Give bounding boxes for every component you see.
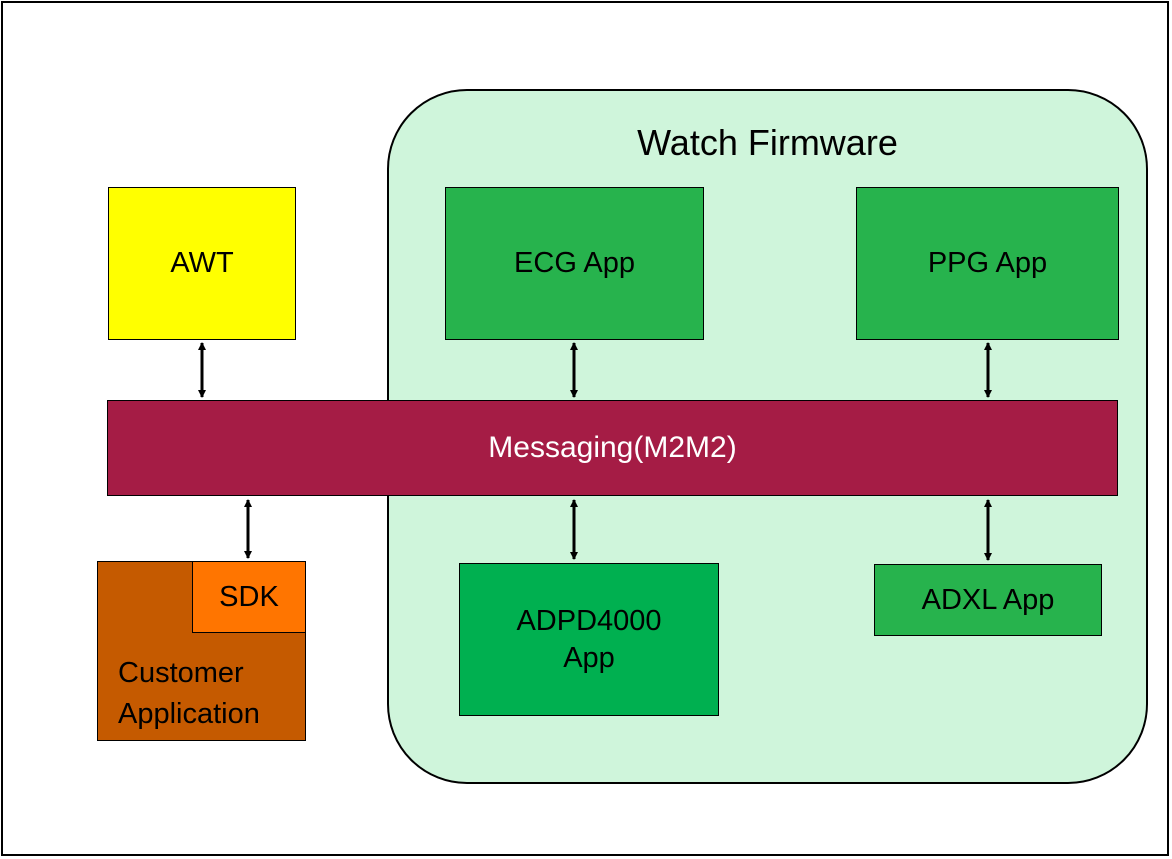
ppg-app-box: PPG App [856, 187, 1119, 340]
ecg-app-box: ECG App [445, 187, 704, 340]
messaging-label: Messaging(M2M2) [488, 431, 737, 465]
messaging-bus: Messaging(M2M2) [107, 400, 1118, 496]
customer-application-label-line1: Customer [118, 657, 244, 689]
sdk-label: SDK [219, 580, 279, 613]
ecg-app-label: ECG App [514, 247, 635, 280]
ppg-app-label: PPG App [927, 247, 1048, 280]
awt-box: AWT [108, 187, 296, 340]
customer-application-label: Customer Application [118, 653, 260, 735]
adpd4000-app-label: ADPD4000 App [516, 603, 661, 676]
adpd4000-app-box: ADPD4000 App [459, 563, 719, 716]
adpd4000-app-label-line1: ADPD4000 [516, 605, 662, 638]
awt-label: AWT [170, 247, 234, 280]
adxl-app-box: ADXL App [874, 564, 1102, 636]
customer-application-label-line2: Application [118, 698, 260, 730]
watch-firmware-title: Watch Firmware [637, 122, 898, 163]
adpd4000-app-label-line2: App [563, 641, 615, 674]
sdk-box: SDK [192, 561, 306, 633]
adxl-app-label: ADXL App [921, 583, 1055, 616]
